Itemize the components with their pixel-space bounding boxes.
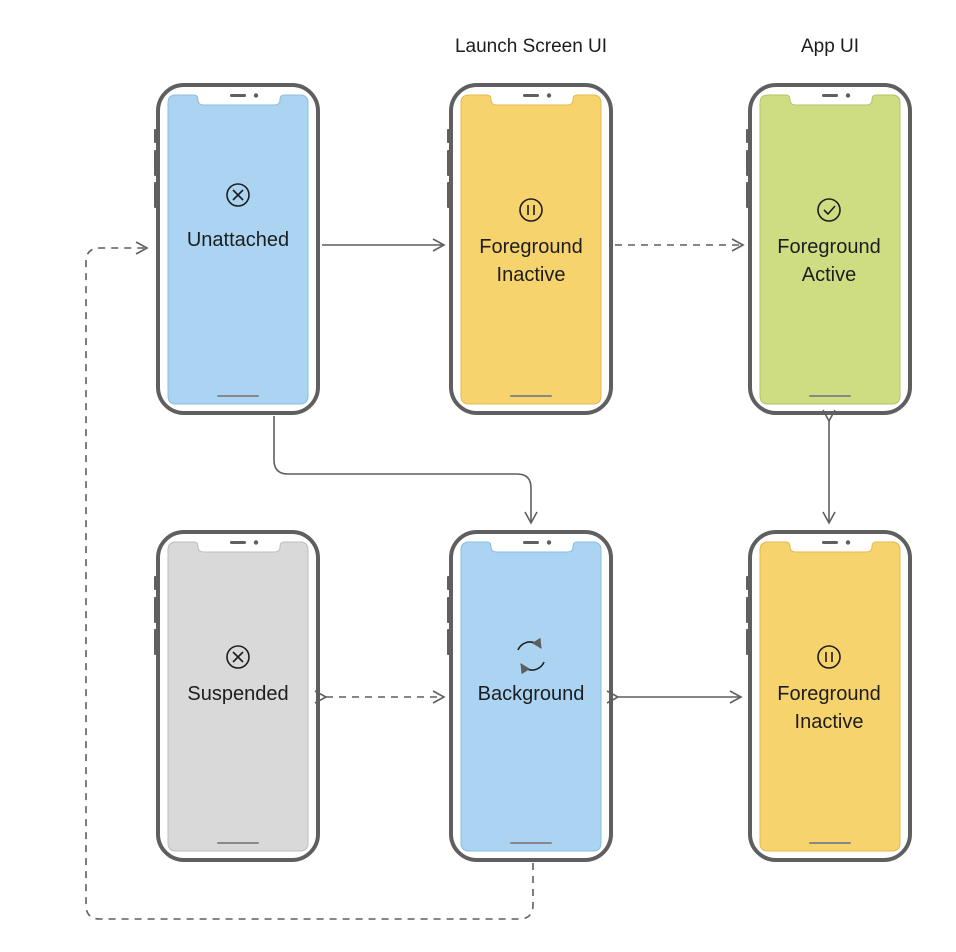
state-label-unattached: Unattached: [186, 229, 290, 251]
state-label-app-inactive: Foreground Inactive: [754, 680, 904, 736]
state-label-line: Active: [801, 264, 857, 286]
x-circle-icon: [226, 183, 250, 207]
screen-app-inactive: [759, 541, 901, 852]
arrow-background-to-unattached: [85, 241, 534, 920]
check-circle-icon: [817, 198, 841, 222]
state-label-background: Background: [477, 683, 585, 705]
phone-launch-inactive: [447, 83, 613, 415]
phone-active: [746, 83, 912, 415]
app-ui-header: App UI: [800, 36, 860, 57]
pause-circle-icon: [519, 198, 543, 222]
x-circle-icon: [226, 645, 250, 669]
phone-suspended: [154, 530, 320, 862]
state-label-line: Inactive: [794, 711, 864, 733]
phone-unattached: [154, 83, 320, 415]
pause-circle-icon: [817, 645, 841, 669]
state-label-line: Foreground: [777, 236, 881, 258]
screen-suspended: [167, 541, 309, 852]
state-label-line: Foreground: [479, 236, 583, 258]
arrow-unattached-to-background: [273, 416, 538, 525]
screen-background: [460, 541, 602, 852]
state-label-suspended: Suspended: [187, 683, 289, 705]
state-label-line: Foreground: [777, 683, 881, 705]
phone-app-inactive: [746, 530, 912, 862]
phone-background: [447, 530, 613, 862]
screen-launch-inactive: [460, 94, 602, 405]
launch-screen-ui-header: Launch Screen UI: [454, 36, 608, 57]
state-label-line: Inactive: [496, 264, 566, 286]
screen-active: [759, 94, 901, 405]
screen-unattached: [167, 94, 309, 405]
state-label-launch-inactive: Foreground Inactive: [456, 233, 606, 289]
state-label-active: Foreground Active: [754, 233, 904, 289]
refresh-arrows-icon: [517, 637, 545, 675]
